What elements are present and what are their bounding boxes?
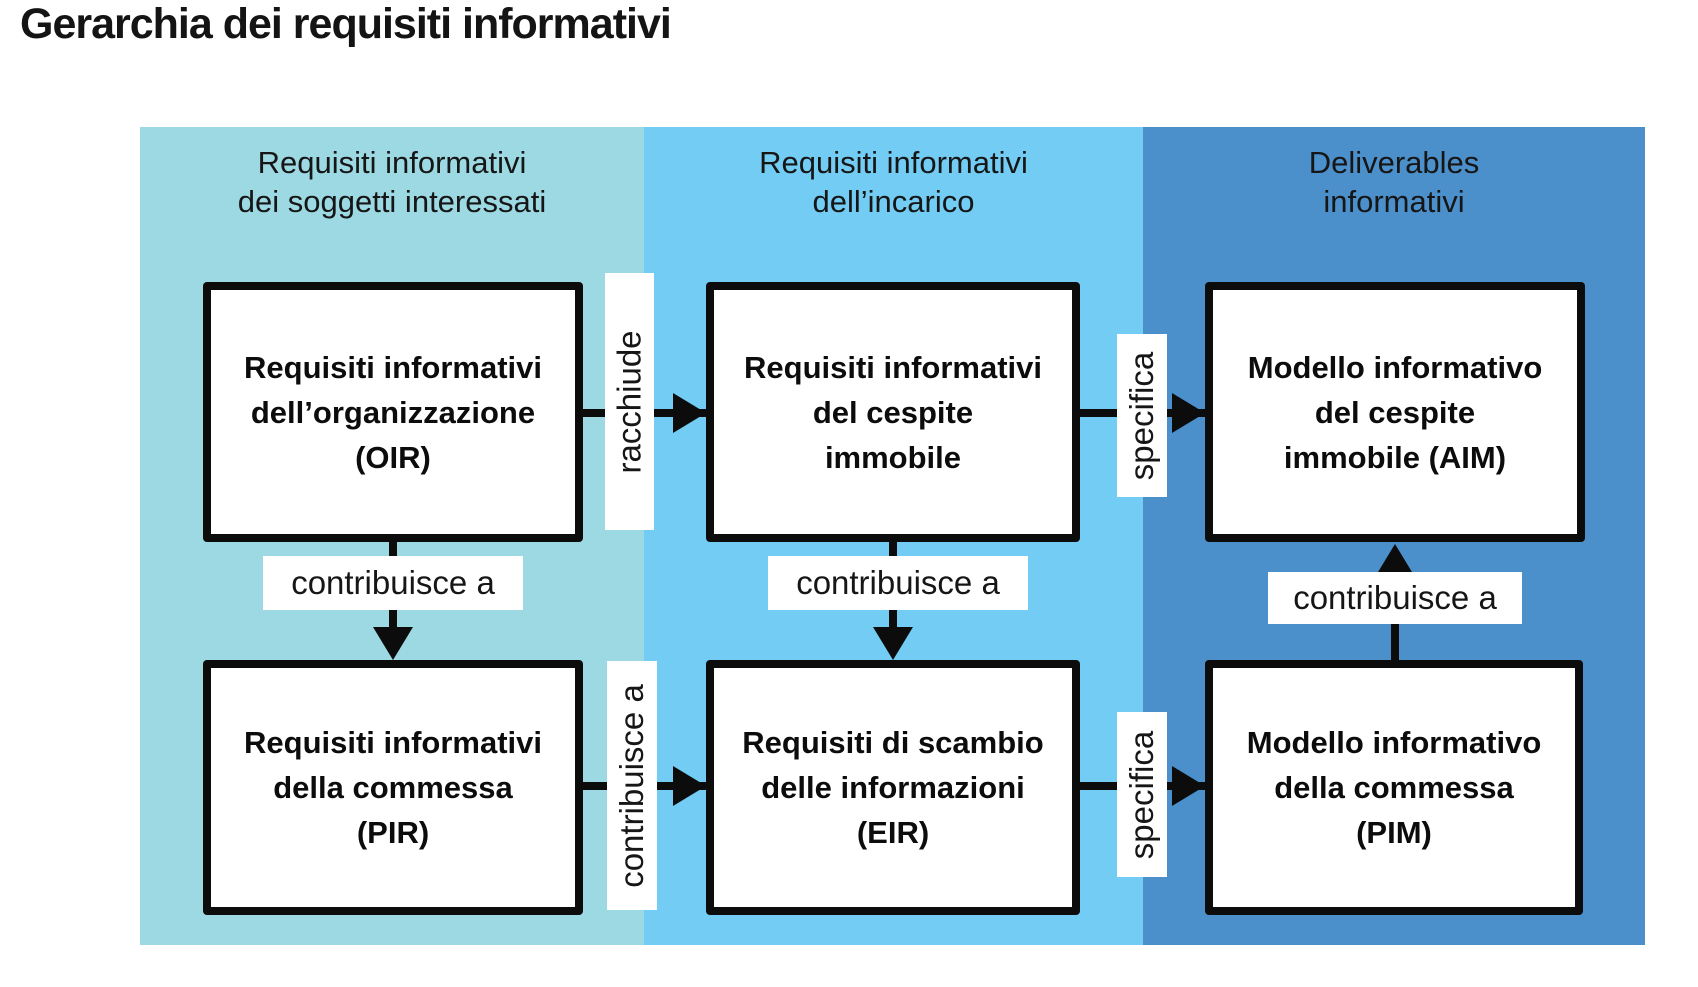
arrowhead-eir-to-pim: [1172, 766, 1205, 806]
arrowhead-asset-to-aim: [1172, 393, 1205, 433]
arrowhead-asset-to-eir: [873, 627, 913, 660]
arrowhead-oir-to-pir: [373, 627, 413, 660]
node-pir: Requisiti informativi della commessa (PI…: [203, 660, 583, 915]
node-asset-information-requirements: Requisiti informativi del cespite immobi…: [706, 282, 1080, 542]
edge-label-specifica-top: specifica: [1117, 334, 1167, 497]
column-header-deliverables: Deliverables informativi: [1308, 145, 1480, 219]
node-aim: Modello informativo del cespite immobile…: [1205, 282, 1585, 542]
figure-title: Gerarchia dei requisiti informativi: [20, 0, 672, 48]
node-oir: Requisiti informativi dell’organizzazion…: [203, 282, 583, 542]
arrowhead-pir-to-eir: [673, 766, 706, 806]
hierarchy-diagram: Requisiti informativi dei soggetti inter…: [140, 127, 1645, 945]
edge-label-racchiude: racchiude: [605, 273, 654, 530]
arrowhead-oir-to-asset: [673, 393, 706, 433]
column-header-stakeholder: Requisiti informativi dei soggetti inter…: [237, 145, 547, 219]
arrowhead-pim-to-aim: [1375, 544, 1415, 577]
edge-label-contribuisce-right: contribuisce a: [1268, 572, 1522, 624]
edge-label-specifica-bottom: specifica: [1117, 712, 1167, 877]
column-header-appointment: Requisiti informativi dell’incarico: [759, 145, 1028, 219]
edge-label-contribuisce-vertical: contribuisce a: [607, 661, 657, 910]
edge-label-contribuisce-left: contribuisce a: [263, 556, 523, 610]
node-pim: Modello informativo della commessa (PIM): [1205, 660, 1583, 915]
node-eir: Requisiti di scambio delle informazioni …: [706, 660, 1080, 915]
edge-label-contribuisce-middle: contribuisce a: [768, 556, 1028, 610]
